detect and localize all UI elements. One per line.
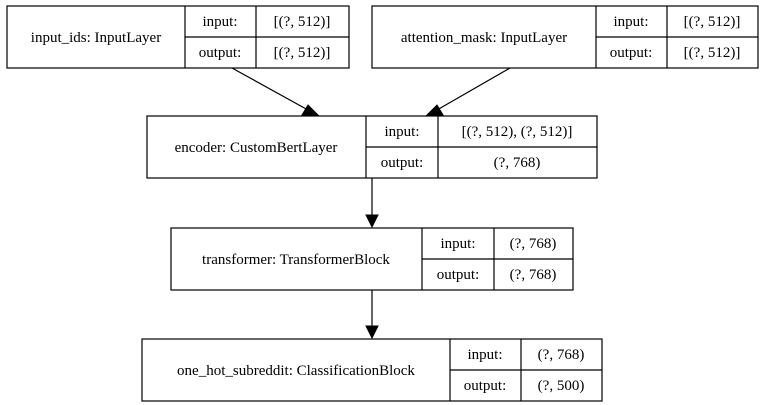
input-port-value: (?, 768) xyxy=(538,347,585,363)
input-port-label: input: xyxy=(440,236,475,252)
edge-input-ids-to-encoder xyxy=(231,67,309,111)
node-title: encoder: CustomBertLayer xyxy=(175,140,338,156)
node-title: transformer: TransformerBlock xyxy=(202,252,390,268)
input-port-value: (?, 768) xyxy=(510,236,557,252)
output-port-value: (?, 500) xyxy=(538,378,585,394)
edge-attention-mask-to-encoder xyxy=(436,67,511,111)
output-port-value: (?, 768) xyxy=(494,155,541,171)
output-port-value: [(?, 512)] xyxy=(274,45,331,61)
arrowhead-transformer xyxy=(365,214,379,229)
node-title: one_hot_subreddit: ClassificationBlock xyxy=(177,363,415,379)
node-input-ids: input_ids: InputLayer input: [(?, 512)] … xyxy=(6,5,350,69)
node-classifier: one_hot_subreddit: ClassificationBlock i… xyxy=(141,338,603,402)
node-encoder: encoder: CustomBertLayer input: [(?, 512… xyxy=(146,115,598,179)
input-port-value: [(?, 512)] xyxy=(684,14,741,30)
node-title: attention_mask: InputLayer xyxy=(401,30,567,46)
output-port-label: output: xyxy=(610,45,653,61)
input-port-label: input: xyxy=(202,14,237,30)
output-port-label: output: xyxy=(199,45,242,61)
node-title: input_ids: InputLayer xyxy=(31,30,161,46)
output-port-label: output: xyxy=(437,267,480,283)
input-port-label: input: xyxy=(467,347,502,363)
output-port-value: [(?, 512)] xyxy=(684,45,741,61)
edges xyxy=(231,67,511,340)
output-port-label: output: xyxy=(381,155,424,171)
arrowhead-encoder-right xyxy=(425,104,444,116)
node-attention-mask: attention_mask: InputLayer input: [(?, 5… xyxy=(371,5,759,69)
node-transformer: transformer: TransformerBlock input: (?,… xyxy=(170,227,574,291)
output-port-value: (?, 768) xyxy=(510,267,557,283)
input-port-value: [(?, 512)] xyxy=(274,14,331,30)
output-port-label: output: xyxy=(464,378,507,394)
input-port-value: [(?, 512), (?, 512)] xyxy=(462,124,573,140)
input-port-label: input: xyxy=(384,124,419,140)
arrowhead-classifier xyxy=(365,325,379,340)
arrowhead-encoder-left xyxy=(301,104,320,116)
input-port-label: input: xyxy=(613,14,648,30)
